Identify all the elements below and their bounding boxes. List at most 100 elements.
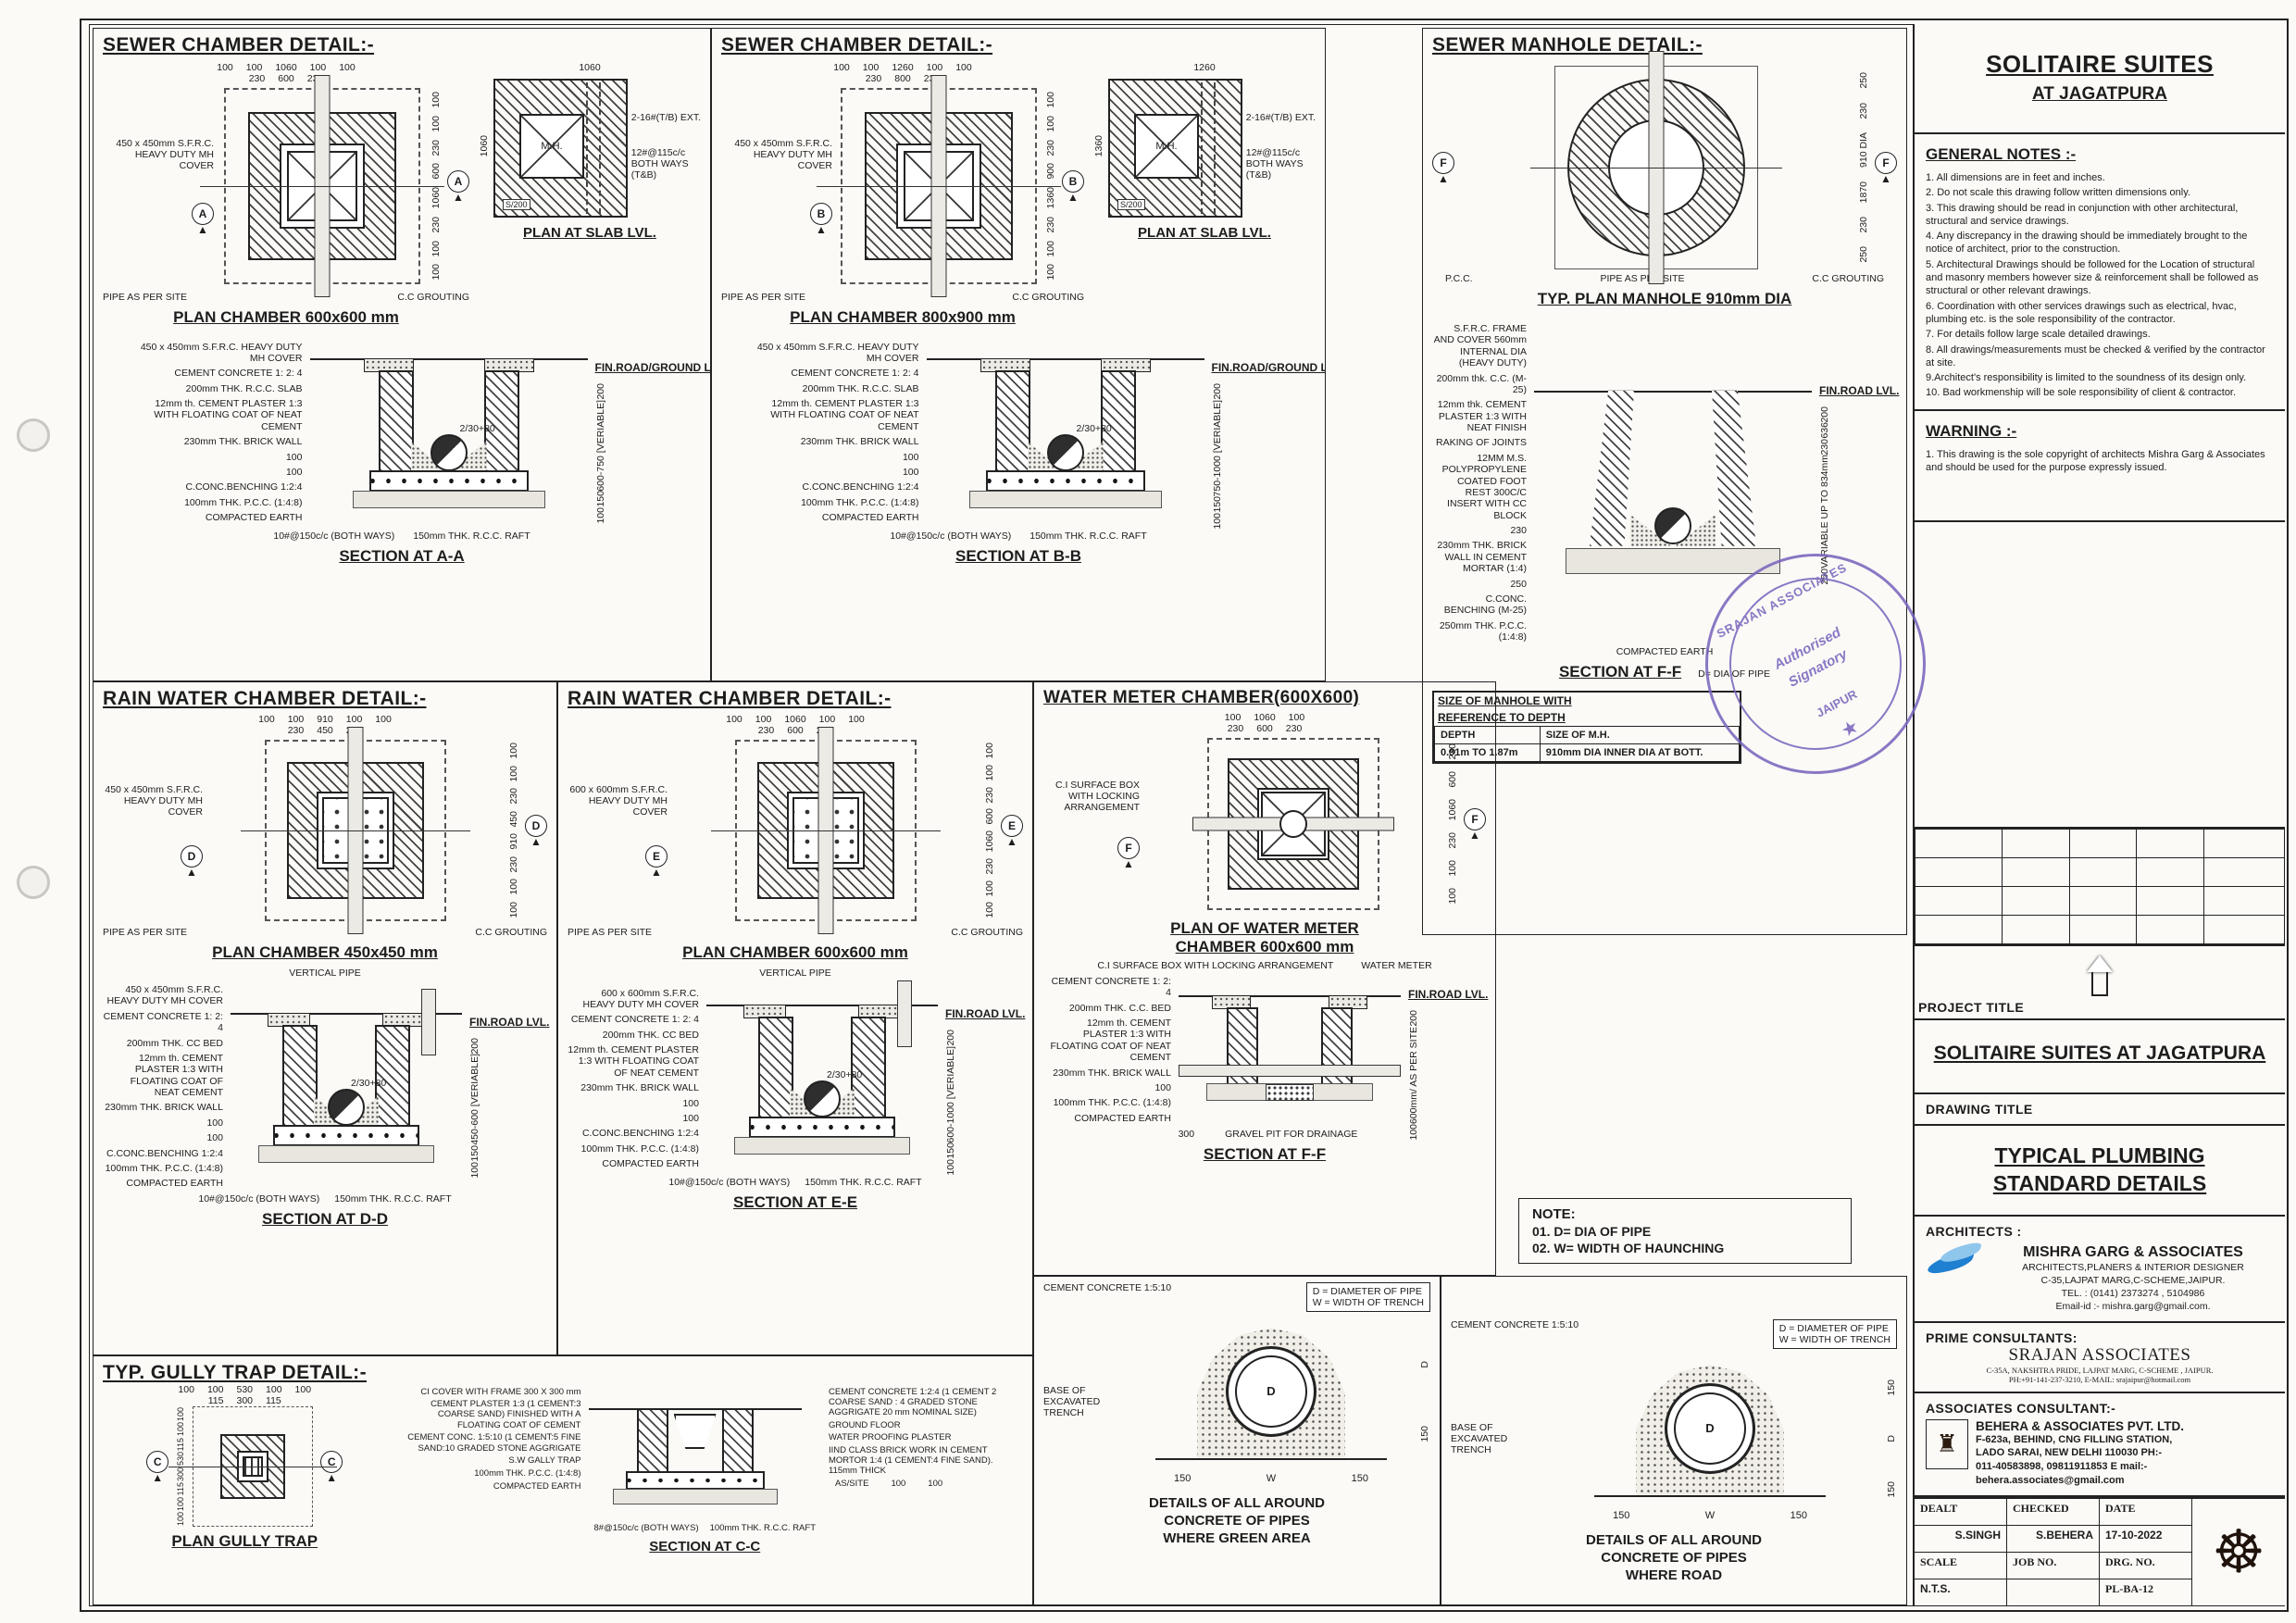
section-marker: C▲ — [320, 1450, 343, 1483]
annotation-label: 150mm THK. R.C.C. RAFT — [1029, 531, 1147, 542]
pipe-section — [328, 1088, 365, 1126]
date-value: 17-10-2022 — [2100, 1526, 2192, 1553]
scale-label: SCALE — [1915, 1553, 2007, 1579]
annotation-label: COMPACTED EARTH — [493, 1480, 581, 1492]
drawing-title-line1: TYPICAL PLUMBING — [1994, 1143, 2205, 1168]
architect-address: C-35,LAJPAT MARG,C-SCHEME,JAIPUR. — [2040, 1275, 2226, 1287]
pipe-section — [1046, 434, 1084, 471]
dimension-label: 150 — [1351, 1473, 1368, 1484]
section-drawing — [1534, 367, 1812, 600]
brick-wall — [1100, 370, 1136, 473]
job-no-label: JOB NO. — [2007, 1553, 2100, 1579]
dimension-label: 230 — [1447, 743, 1458, 760]
annotation-label: 450 x 450mm S.F.R.C. HEAVY DUTY MH COVER — [140, 341, 303, 364]
section-labels-left: 450 x 450mm S.F.R.C. HEAVY DUTY MH COVER… — [131, 338, 303, 528]
annotation-label: 100 — [902, 451, 919, 463]
note-line: 02. W= WIDTH OF HAUNCHING — [1532, 1241, 1725, 1255]
legend-line: W = WIDTH OF TRENCH — [1312, 1297, 1424, 1308]
dimension-label: 250 — [1819, 568, 1830, 585]
annotation-label: RAKING OF JOINTS — [1435, 437, 1527, 449]
dimension-label: 530 — [176, 1452, 186, 1467]
dimension-label: 1060 — [984, 830, 995, 853]
dimension-label: 230 — [984, 786, 995, 804]
pipe-circle: D — [1226, 1345, 1316, 1437]
dimension-label: 600 — [1256, 723, 1273, 734]
annotation-label: 10#@150c/c (BOTH WAYS) — [198, 1192, 320, 1205]
associate-email: behera.associates@gmail.com — [1976, 1475, 2125, 1487]
general-notes-block: GENERAL NOTES :- 1. All dimensions are i… — [1915, 134, 2285, 411]
section-caption: SECTION AT D-D — [262, 1209, 388, 1228]
dimension-label: 100 — [309, 62, 327, 73]
annotation-label: 230mm THK. BRICK WALL — [1053, 1067, 1171, 1079]
dimension-label: 230 — [1045, 216, 1056, 233]
rebar-bars-label: 12#@115c/c BOTH WAYS (T&B) — [1245, 147, 1304, 181]
dimension-label: 100 — [176, 1512, 186, 1527]
note-box: NOTE: 01. D= DIA OF PIPE 02. W= WIDTH OF… — [1518, 1198, 1852, 1264]
annotation-label: 100 — [285, 451, 303, 463]
slab-ref-label: S/200 — [1117, 199, 1145, 210]
detail-caption: DETAILS OF ALL AROUND — [1149, 1495, 1325, 1511]
section-drawing: 2/30+80 — [231, 988, 462, 1185]
annotation-label: 600 x 600mm S.F.R.C. HEAVY DUTY MH COVER — [582, 987, 699, 1010]
project-name-line1: SOLITAIRE SUITES — [1986, 50, 2214, 78]
annotation-label: 100mm THK. P.C.C. (1:4:8) — [105, 1162, 223, 1174]
section-drawing: 2/30+80 — [706, 980, 938, 1177]
dimension-label: W — [1704, 1510, 1716, 1521]
vertical-pipe — [421, 988, 436, 1055]
section-bottom-labels: COMPACTED EARTH — [1432, 646, 1897, 657]
annotation-label: 100mm THK. R.C.C. RAFT — [709, 1523, 816, 1533]
annotation-label: 100 — [902, 466, 919, 478]
drg-no-label: DRG. NO. — [2100, 1553, 2192, 1579]
brick-wall — [758, 1017, 793, 1119]
detail-caption: WHERE GREEN AREA — [1163, 1529, 1311, 1546]
annotation-label: 230mm THK. BRICK WALL — [183, 436, 303, 448]
table-heading: REFERENCE TO DEPTH — [1438, 711, 1566, 725]
dimension-label: 250 — [1858, 72, 1869, 89]
rcc-raft — [749, 1117, 895, 1138]
note-title: NOTE: — [1532, 1206, 1576, 1222]
annotation-label: CEMENT CONCRETE 1: 2: 4 — [174, 368, 303, 380]
dimension-label: 230 — [1819, 438, 1830, 456]
annotation-label: 10#@150c/c (BOTH WAYS) — [273, 531, 395, 542]
annotation-label: 250mm THK. P.C.C. (1:4:8) — [1439, 619, 1527, 643]
ground-line — [926, 358, 1204, 360]
pipe-section — [1654, 506, 1691, 544]
annotation-label: 12mm th. CEMENT PLASTER 1:3 WITH FLOATIN… — [1050, 1017, 1171, 1064]
dimension-label: 230 — [757, 725, 775, 736]
dimension-label: 100 — [287, 714, 305, 725]
annotation-label: 12mm th. CEMENT PLASTER 1:3 WITH FLOATIN… — [568, 1044, 699, 1079]
plan-chamber-drawing — [711, 727, 941, 934]
dimension-label: 1060 — [430, 187, 442, 209]
annotation-label: 12mm thk. CEMENT PLASTER 1:3 WITH NEAT F… — [1437, 399, 1527, 433]
drawing-title-label: DRAWING TITLE — [1926, 1102, 2033, 1117]
dimension-label: 100 — [1447, 888, 1458, 905]
marker-arrow-icon: ▲ — [1067, 190, 1079, 204]
manhole-size-table: SIZE OF MANHOLE WITH REFERENCE TO DEPTH … — [1432, 691, 1741, 765]
ground-line — [588, 1408, 802, 1410]
associate-address1: F-623a, BEHIND, CNG FILLING STATION, — [1976, 1433, 2173, 1445]
pipe-label: PIPE AS PER SITE — [103, 927, 188, 938]
annotation-label: CEMENT CONCRETE 1: 2: 4 — [1051, 975, 1171, 999]
wheel-logo-icon: ☸ — [2192, 1499, 2285, 1606]
dimension-label: 1060 — [479, 135, 490, 157]
annotation-label: S.W GALLY TRAP — [508, 1455, 581, 1467]
ground-line — [231, 1012, 462, 1015]
legend-box: D = DIAMETER OF PIPE W = WIDTH OF TRENCH — [1305, 1282, 1430, 1312]
annotation-label: CI COVER WITH FRAME 300 X 300 mm — [420, 1386, 581, 1397]
annotation-label: 200mm THK. R.C.C. SLAB — [802, 382, 919, 394]
section-marker: A▲ — [192, 202, 214, 235]
marker-arrow-icon: ▲ — [1880, 171, 1891, 185]
dimension-label: 910 — [317, 714, 333, 725]
slab-plan-drawing: M.H. S/200 — [493, 79, 628, 218]
slab-caption: PLAN AT SLAB LVL. — [1138, 225, 1271, 241]
dimension-label: 150 — [1211, 496, 1223, 513]
brick-wall — [721, 1408, 754, 1475]
